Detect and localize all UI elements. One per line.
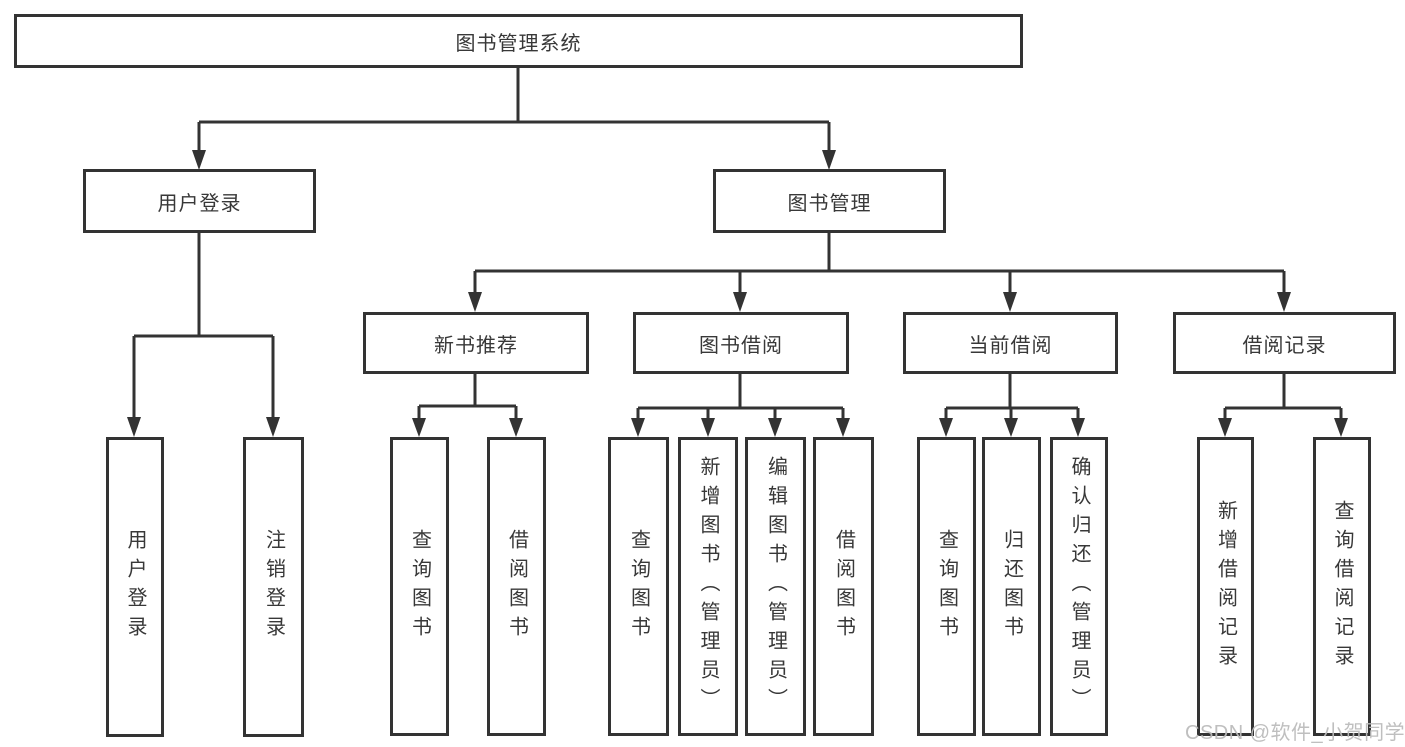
node-leaf-logout: 注销登录 bbox=[243, 437, 304, 737]
node-leaf-query-books-1: 查询图书 bbox=[390, 437, 449, 736]
leaf-label: 新增图书（管理员） bbox=[697, 456, 719, 717]
node-new-book-recommend: 新书推荐 bbox=[363, 312, 589, 374]
leaf-label: 查询图书 bbox=[935, 528, 958, 645]
leaf-label: 查询图书 bbox=[627, 528, 650, 645]
node-leaf-confirm-return-admin: 确认归还（管理员） bbox=[1050, 437, 1108, 736]
leaf-label: 查询借阅记录 bbox=[1331, 499, 1353, 674]
node-leaf-query-borrow-record: 查询借阅记录 bbox=[1313, 437, 1371, 736]
node-leaf-add-borrow-record: 新增借阅记录 bbox=[1197, 437, 1254, 736]
node-borrow-records: 借阅记录 bbox=[1173, 312, 1396, 374]
leaf-label: 确认归还（管理员） bbox=[1068, 456, 1090, 717]
node-current-borrow: 当前借阅 bbox=[903, 312, 1118, 374]
node-leaf-add-books-admin: 新增图书（管理员） bbox=[678, 437, 738, 736]
csdn-watermark: CSDN @软件_小贺同学 bbox=[1185, 722, 1405, 744]
node-leaf-edit-books-admin: 编辑图书（管理员） bbox=[745, 437, 806, 736]
node-leaf-query-books-3: 查询图书 bbox=[917, 437, 976, 736]
node-book-management: 图书管理 bbox=[713, 169, 946, 233]
node-leaf-query-books-2: 查询图书 bbox=[608, 437, 669, 736]
leaf-label: 用户登录 bbox=[124, 529, 146, 645]
arrowhead-icons bbox=[127, 150, 1348, 437]
node-library-system: 图书管理系统 bbox=[14, 14, 1023, 68]
leaf-label: 查询图书 bbox=[408, 528, 431, 645]
leaf-label: 新增借阅记录 bbox=[1214, 499, 1237, 674]
leaf-label: 编辑图书（管理员） bbox=[764, 456, 787, 717]
node-leaf-borrow-books-1: 借阅图书 bbox=[487, 437, 546, 736]
node-leaf-user-login: 用户登录 bbox=[106, 437, 164, 737]
node-leaf-return-books: 归还图书 bbox=[982, 437, 1041, 736]
leaf-label: 借阅图书 bbox=[832, 528, 855, 645]
node-leaf-borrow-books-2: 借阅图书 bbox=[813, 437, 874, 736]
leaf-label: 归还图书 bbox=[1000, 528, 1023, 645]
node-user-login: 用户登录 bbox=[83, 169, 316, 233]
leaf-label: 借阅图书 bbox=[505, 528, 528, 645]
node-book-borrow: 图书借阅 bbox=[633, 312, 849, 374]
leaf-label: 注销登录 bbox=[262, 529, 285, 645]
